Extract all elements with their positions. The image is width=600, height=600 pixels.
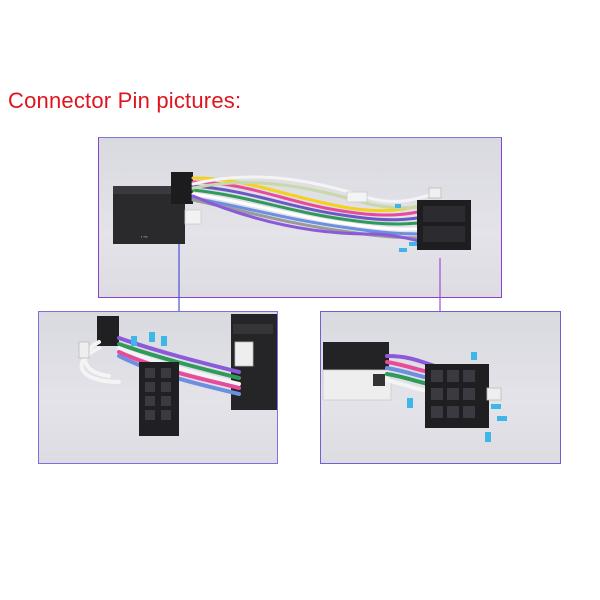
page-title: Connector Pin pictures:: [8, 88, 242, 113]
harness-overview-photo: ▪ ▪▪▪: [98, 137, 502, 298]
control-box: ▪ ▪▪▪: [113, 172, 193, 244]
svg-text:▪ ▪▪▪: ▪ ▪▪▪: [141, 234, 148, 239]
iso-connector-front-photo: [320, 311, 561, 464]
iso-connector-side-photo: [38, 311, 278, 464]
